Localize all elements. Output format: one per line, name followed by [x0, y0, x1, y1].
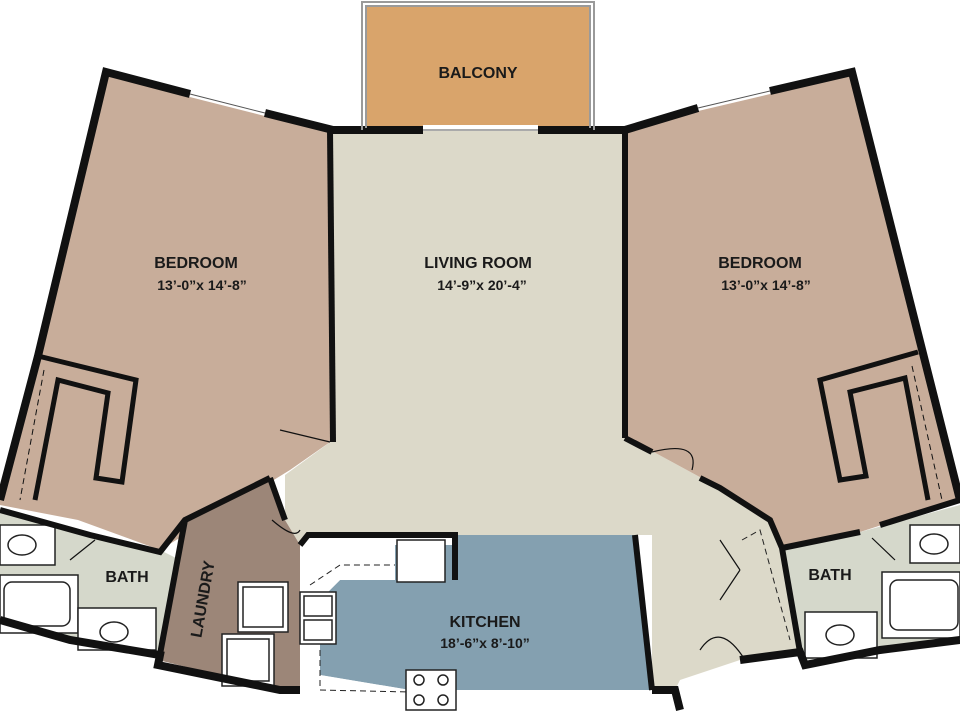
- kitchen-label: KITCHEN: [449, 614, 520, 631]
- bath-right-fixtures: [804, 524, 960, 659]
- bedroom-right-label: BEDROOM: [718, 255, 802, 272]
- balcony-floor: [366, 6, 590, 128]
- laundry-appliances: [221, 581, 289, 687]
- counter-area: [300, 535, 455, 690]
- living-room-floor: [285, 128, 800, 690]
- bath-right-label: BATH: [808, 567, 851, 584]
- bedroom-right-size: 13’-0”x 14’-8”: [721, 277, 811, 293]
- bedroom-left-floor: [0, 72, 333, 550]
- living-room-size: 14’-9”x 20’-4”: [437, 277, 527, 293]
- balcony-label: BALCONY: [438, 65, 517, 82]
- bedroom-right-closet: [817, 349, 943, 501]
- bedroom-left-label: BEDROOM: [154, 255, 238, 272]
- interior-walls: [0, 129, 960, 691]
- kitchen-fixtures: [299, 539, 457, 711]
- bedroom-right-floor: [625, 72, 960, 548]
- living-room-label: LIVING ROOM: [424, 255, 532, 272]
- bedroom-left-closet: [19, 353, 139, 501]
- window-lines: [189, 90, 771, 131]
- door-swings: [69, 429, 896, 661]
- bedroom-left-size: 13’-0”x 14’-8”: [157, 277, 247, 293]
- entry-closet-line: [741, 529, 791, 641]
- counter-edge-line: [309, 564, 411, 693]
- bath-left-label: BATH: [105, 569, 148, 586]
- kitchen-size: 18’-6”x 8’-10”: [440, 635, 530, 651]
- balcony-walls: [361, 1, 595, 130]
